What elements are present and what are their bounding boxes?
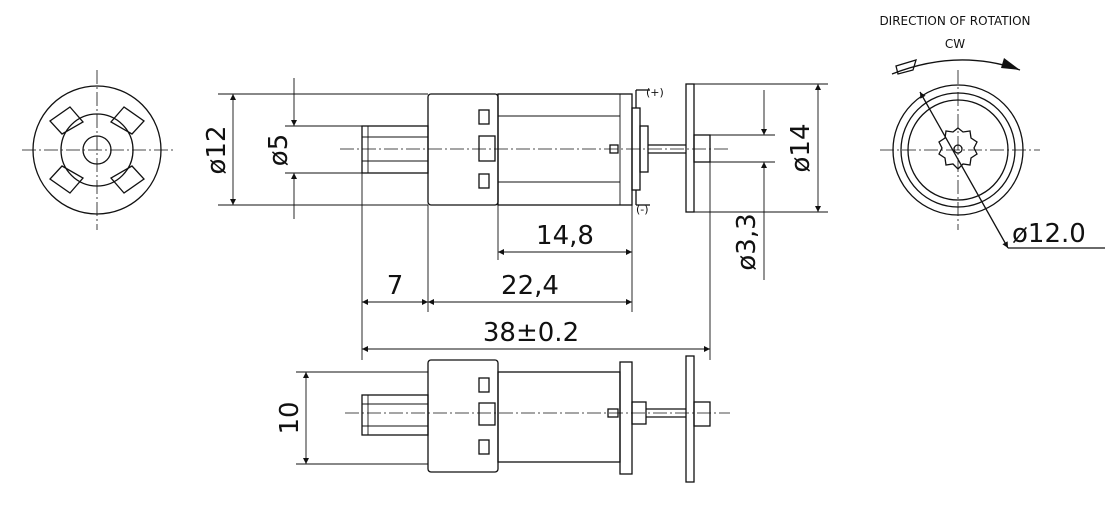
dim-output-shaft-dia: ø5 <box>264 134 294 166</box>
terminal-negative-label: (-) <box>636 203 649 216</box>
rotation-title: DIRECTION OF ROTATION <box>879 14 1030 28</box>
dim-body-length: 22,4 <box>501 271 559 301</box>
dim-pitch-dia: ø12.0 <box>1012 219 1086 249</box>
dim-overall-length: 38±0.2 <box>483 318 579 348</box>
dim-motor-length: 14,8 <box>536 221 594 251</box>
side-view-top <box>340 83 730 213</box>
terminal-positive-label: (+) <box>646 86 664 99</box>
dim-shaft-length: 7 <box>387 271 404 301</box>
dim-motor-dia: ø14 <box>786 124 816 173</box>
side-view-bottom <box>345 355 730 483</box>
dimension-lines <box>230 78 821 464</box>
extension-lines <box>218 83 828 465</box>
end-view-right <box>880 58 1105 249</box>
end-view-left <box>22 70 175 230</box>
dim-motor-shaft-dia: ø3,3 <box>732 213 762 270</box>
rotation-direction: CW <box>945 37 965 51</box>
dim-flat-width: 10 <box>275 401 305 434</box>
dim-gearbox-dia: ø12 <box>202 126 232 175</box>
